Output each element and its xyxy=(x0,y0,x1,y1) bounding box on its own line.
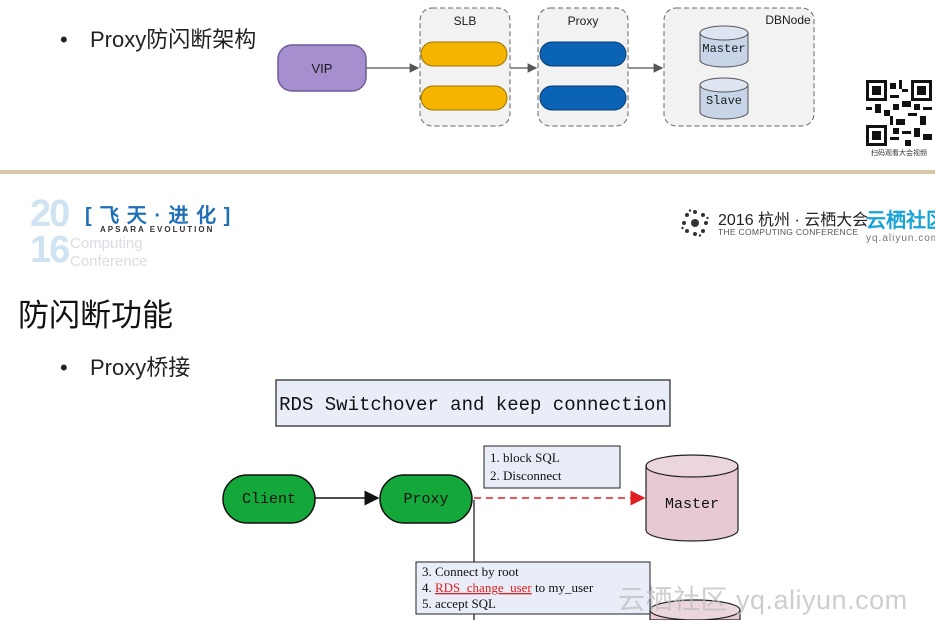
proxy-node xyxy=(379,474,473,524)
qr-caption: 扫码观看大会视频 xyxy=(871,150,927,157)
apsara-text: APSARA EVOLUTION xyxy=(100,225,215,234)
computing-text: Computing xyxy=(70,235,143,252)
diagram-title: RDS Switchover and keep connection xyxy=(279,394,667,416)
bottom-bullet: • Proxy桥接 xyxy=(60,350,190,382)
dbnode-label: DBNode xyxy=(765,13,811,27)
top-bullet: • Proxy防闪断架构 xyxy=(60,22,256,54)
master-db-cylinder xyxy=(699,25,749,68)
step-1: 1. block SQL xyxy=(490,450,560,465)
bottom-bullet-text: Proxy桥接 xyxy=(90,355,191,380)
master-db-label: Master xyxy=(665,496,719,513)
step-3: 3. Connect by root xyxy=(422,564,519,579)
slide-divider xyxy=(0,170,935,174)
client-label: Client xyxy=(242,491,296,508)
steps-box-2 xyxy=(415,561,651,615)
switchover-diagram: RDS Switchover and keep connection Clien… xyxy=(222,379,741,620)
year-top: 20 xyxy=(30,193,70,235)
proxy-group-label: Proxy xyxy=(568,14,599,28)
slb-pill-2 xyxy=(420,85,508,111)
second-db-cylinder xyxy=(649,599,741,620)
step-4-suffix: to my_user xyxy=(532,580,594,595)
step-2: 2. Disconnect xyxy=(490,468,562,483)
master-db-cylinder xyxy=(645,454,739,542)
step-4: 4. RDS_change_user to my_user xyxy=(422,580,594,595)
vip-label: VIP xyxy=(312,61,333,76)
architecture-diagram: VIP SLB Proxy DBNode Master Slave xyxy=(277,7,815,127)
conference-text: Conference xyxy=(70,253,148,270)
step-4-prefix: 4. xyxy=(422,580,435,595)
bullet-dot: • xyxy=(60,27,68,52)
brand-url: yq.aliyun.com xyxy=(866,233,935,244)
event-logo: 20 16 Computing Conference [ 飞 天 · 进 化 ]… xyxy=(30,195,260,275)
qr-code-icon xyxy=(866,80,932,146)
proxy-pill-1 xyxy=(539,41,627,67)
slave-db-cylinder xyxy=(699,77,749,120)
client-node xyxy=(222,474,316,524)
proxy-label: Proxy xyxy=(403,491,448,508)
brand-name: 云栖社区 xyxy=(866,210,935,232)
proxy-pill-2 xyxy=(539,85,627,111)
master-label: Master xyxy=(702,42,745,56)
slb-pill-1 xyxy=(420,41,508,67)
conference-logo-icon xyxy=(681,209,709,237)
slb-label: SLB xyxy=(454,14,477,28)
step-5: 5. accept SQL xyxy=(422,596,496,611)
brand-wrapper: 云栖社区 yq.aliyun.com xyxy=(866,204,935,244)
slide-title: 防闪断功能 xyxy=(18,298,173,333)
conference-subtitle: THE COMPUTING CONFERENCE xyxy=(718,227,859,237)
bullet-dot: • xyxy=(60,355,68,380)
conference-title: 2016 杭州 · 云栖大会 xyxy=(718,212,869,229)
watermark: 云栖社区 yq.aliyun.com xyxy=(618,585,908,615)
slave-label: Slave xyxy=(706,94,742,108)
flytian-text: [ 飞 天 · 进 化 ] xyxy=(85,205,232,227)
step-4-red: RDS_change_user xyxy=(435,580,532,595)
year-bottom: 16 xyxy=(30,229,70,271)
top-bullet-text: Proxy防闪断架构 xyxy=(90,27,257,52)
diagram-title-box xyxy=(275,379,671,427)
steps-box-1 xyxy=(483,445,621,489)
